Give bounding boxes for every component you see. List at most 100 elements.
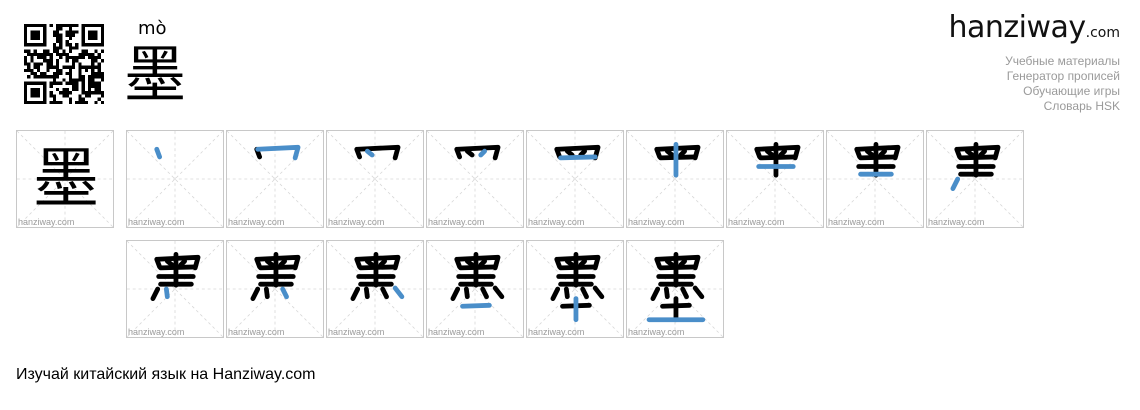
- previous-stroke: [555, 254, 601, 271]
- previous-stroke: [255, 254, 301, 271]
- previous-stroke: [678, 148, 687, 158]
- stroke-step-cell: hanziway.com: [326, 240, 424, 338]
- previous-stroke: [655, 144, 701, 161]
- nav-links: Учебные материалы Генератор прописей Обу…: [1005, 54, 1120, 114]
- guide-lines: [327, 131, 423, 227]
- previous-stroke: [178, 258, 187, 268]
- previous-stroke: [550, 286, 561, 301]
- guide-lines: [527, 241, 623, 337]
- stroke-step-cell: hanziway.com: [226, 240, 324, 338]
- stroke-glyph: [646, 252, 706, 323]
- stroke-glyph: [350, 252, 405, 301]
- guide-lines: [327, 241, 423, 337]
- guide-lines: [127, 241, 223, 337]
- guide-lines: [927, 131, 1023, 227]
- cell-watermark: hanziway.com: [328, 217, 385, 227]
- guide-lines: [627, 131, 723, 227]
- current-stroke: [558, 154, 598, 161]
- link-worksheet-generator[interactable]: Генератор прописей: [1006, 69, 1120, 83]
- stroke-glyph: [854, 142, 901, 178]
- cell-watermark: hanziway.com: [628, 327, 685, 337]
- previous-stroke: [878, 148, 887, 158]
- previous-stroke: [350, 286, 361, 301]
- stroke-step-cell: hanziway.com: [826, 130, 924, 228]
- stroke-step-cell: hanziway.com: [426, 130, 524, 228]
- previous-stroke: [263, 286, 270, 300]
- previous-stroke: [650, 286, 661, 301]
- stroke-glyph: [450, 252, 505, 309]
- previous-stroke: [578, 258, 587, 268]
- stroke-step-cell: hanziway.com: [626, 130, 724, 228]
- cell-watermark: hanziway.com: [128, 327, 185, 337]
- previous-stroke: [655, 254, 701, 271]
- stroke-glyph: [654, 142, 701, 178]
- stroke-glyph: [150, 252, 201, 301]
- previous-stroke: [155, 254, 201, 271]
- current-stroke: [950, 176, 961, 191]
- previous-stroke: [355, 144, 401, 161]
- stroke-step-cell: hanziway.com: [626, 240, 724, 338]
- current-stroke: [460, 302, 492, 309]
- stroke-full-character: 墨: [33, 140, 99, 217]
- stroke-glyph: [754, 142, 801, 178]
- current-stroke: [392, 285, 405, 300]
- guide-lines: [227, 131, 323, 227]
- link-learning-materials[interactable]: Учебные материалы: [1005, 54, 1120, 68]
- previous-stroke: [450, 286, 461, 301]
- stroke-glyph: [454, 144, 501, 161]
- qr-code: [24, 24, 104, 104]
- link-games[interactable]: Обучающие игры: [1023, 84, 1120, 98]
- current-stroke: [364, 148, 375, 158]
- previous-stroke: [478, 258, 487, 268]
- previous-stroke: [678, 258, 687, 268]
- previous-stroke: [778, 148, 787, 158]
- previous-stroke: [164, 258, 175, 268]
- brand-logo[interactable]: hanziway.com: [948, 10, 1120, 45]
- previous-stroke: [755, 144, 801, 161]
- previous-stroke: [250, 286, 261, 301]
- previous-stroke: [564, 148, 575, 158]
- previous-stroke: [555, 144, 601, 161]
- stroke-glyph: [554, 144, 601, 161]
- previous-stroke: [855, 144, 901, 161]
- previous-stroke: [955, 144, 1001, 161]
- cell-watermark: hanziway.com: [828, 217, 885, 227]
- previous-stroke: [663, 286, 670, 300]
- stroke-glyph: [250, 252, 301, 301]
- previous-stroke: [264, 258, 275, 268]
- stroke-step-cell: hanziway.com: [126, 240, 224, 338]
- previous-stroke: [664, 258, 675, 268]
- previous-stroke: [380, 286, 389, 300]
- previous-stroke: [464, 148, 475, 158]
- guide-lines: [127, 131, 223, 227]
- footer-text: Изучай китайский язык на Hanziway.com: [16, 366, 316, 383]
- cell-watermark: hanziway.com: [18, 217, 75, 227]
- previous-stroke: [378, 258, 387, 268]
- pinyin-label: mò: [138, 18, 167, 39]
- link-hsk-dictionary[interactable]: Словарь HSK: [1043, 99, 1120, 113]
- guide-lines: [17, 131, 113, 227]
- guide-lines: [427, 131, 523, 227]
- stroke-glyph: [154, 146, 163, 160]
- stroke-step-cell: hanziway.com: [326, 130, 424, 228]
- previous-stroke: [864, 148, 875, 158]
- previous-stroke: [964, 148, 975, 158]
- guide-lines: [627, 241, 723, 337]
- previous-stroke: [480, 286, 489, 300]
- stroke-step-cell: hanziway.com: [726, 130, 824, 228]
- cell-watermark: hanziway.com: [528, 327, 585, 337]
- cell-watermark: hanziway.com: [728, 217, 785, 227]
- cell-watermark: hanziway.com: [528, 217, 585, 227]
- previous-stroke: [492, 285, 505, 300]
- cell-watermark: hanziway.com: [928, 217, 985, 227]
- guide-lines: [727, 131, 823, 227]
- guide-lines: [427, 241, 523, 337]
- stroke-glyph: [354, 144, 401, 161]
- previous-stroke: [563, 286, 570, 300]
- stroke-glyph: [550, 252, 605, 323]
- current-stroke: [163, 286, 170, 300]
- stroke-step-cell: hanziway.com: [926, 130, 1024, 228]
- previous-stroke: [692, 285, 705, 300]
- cell-watermark: hanziway.com: [328, 327, 385, 337]
